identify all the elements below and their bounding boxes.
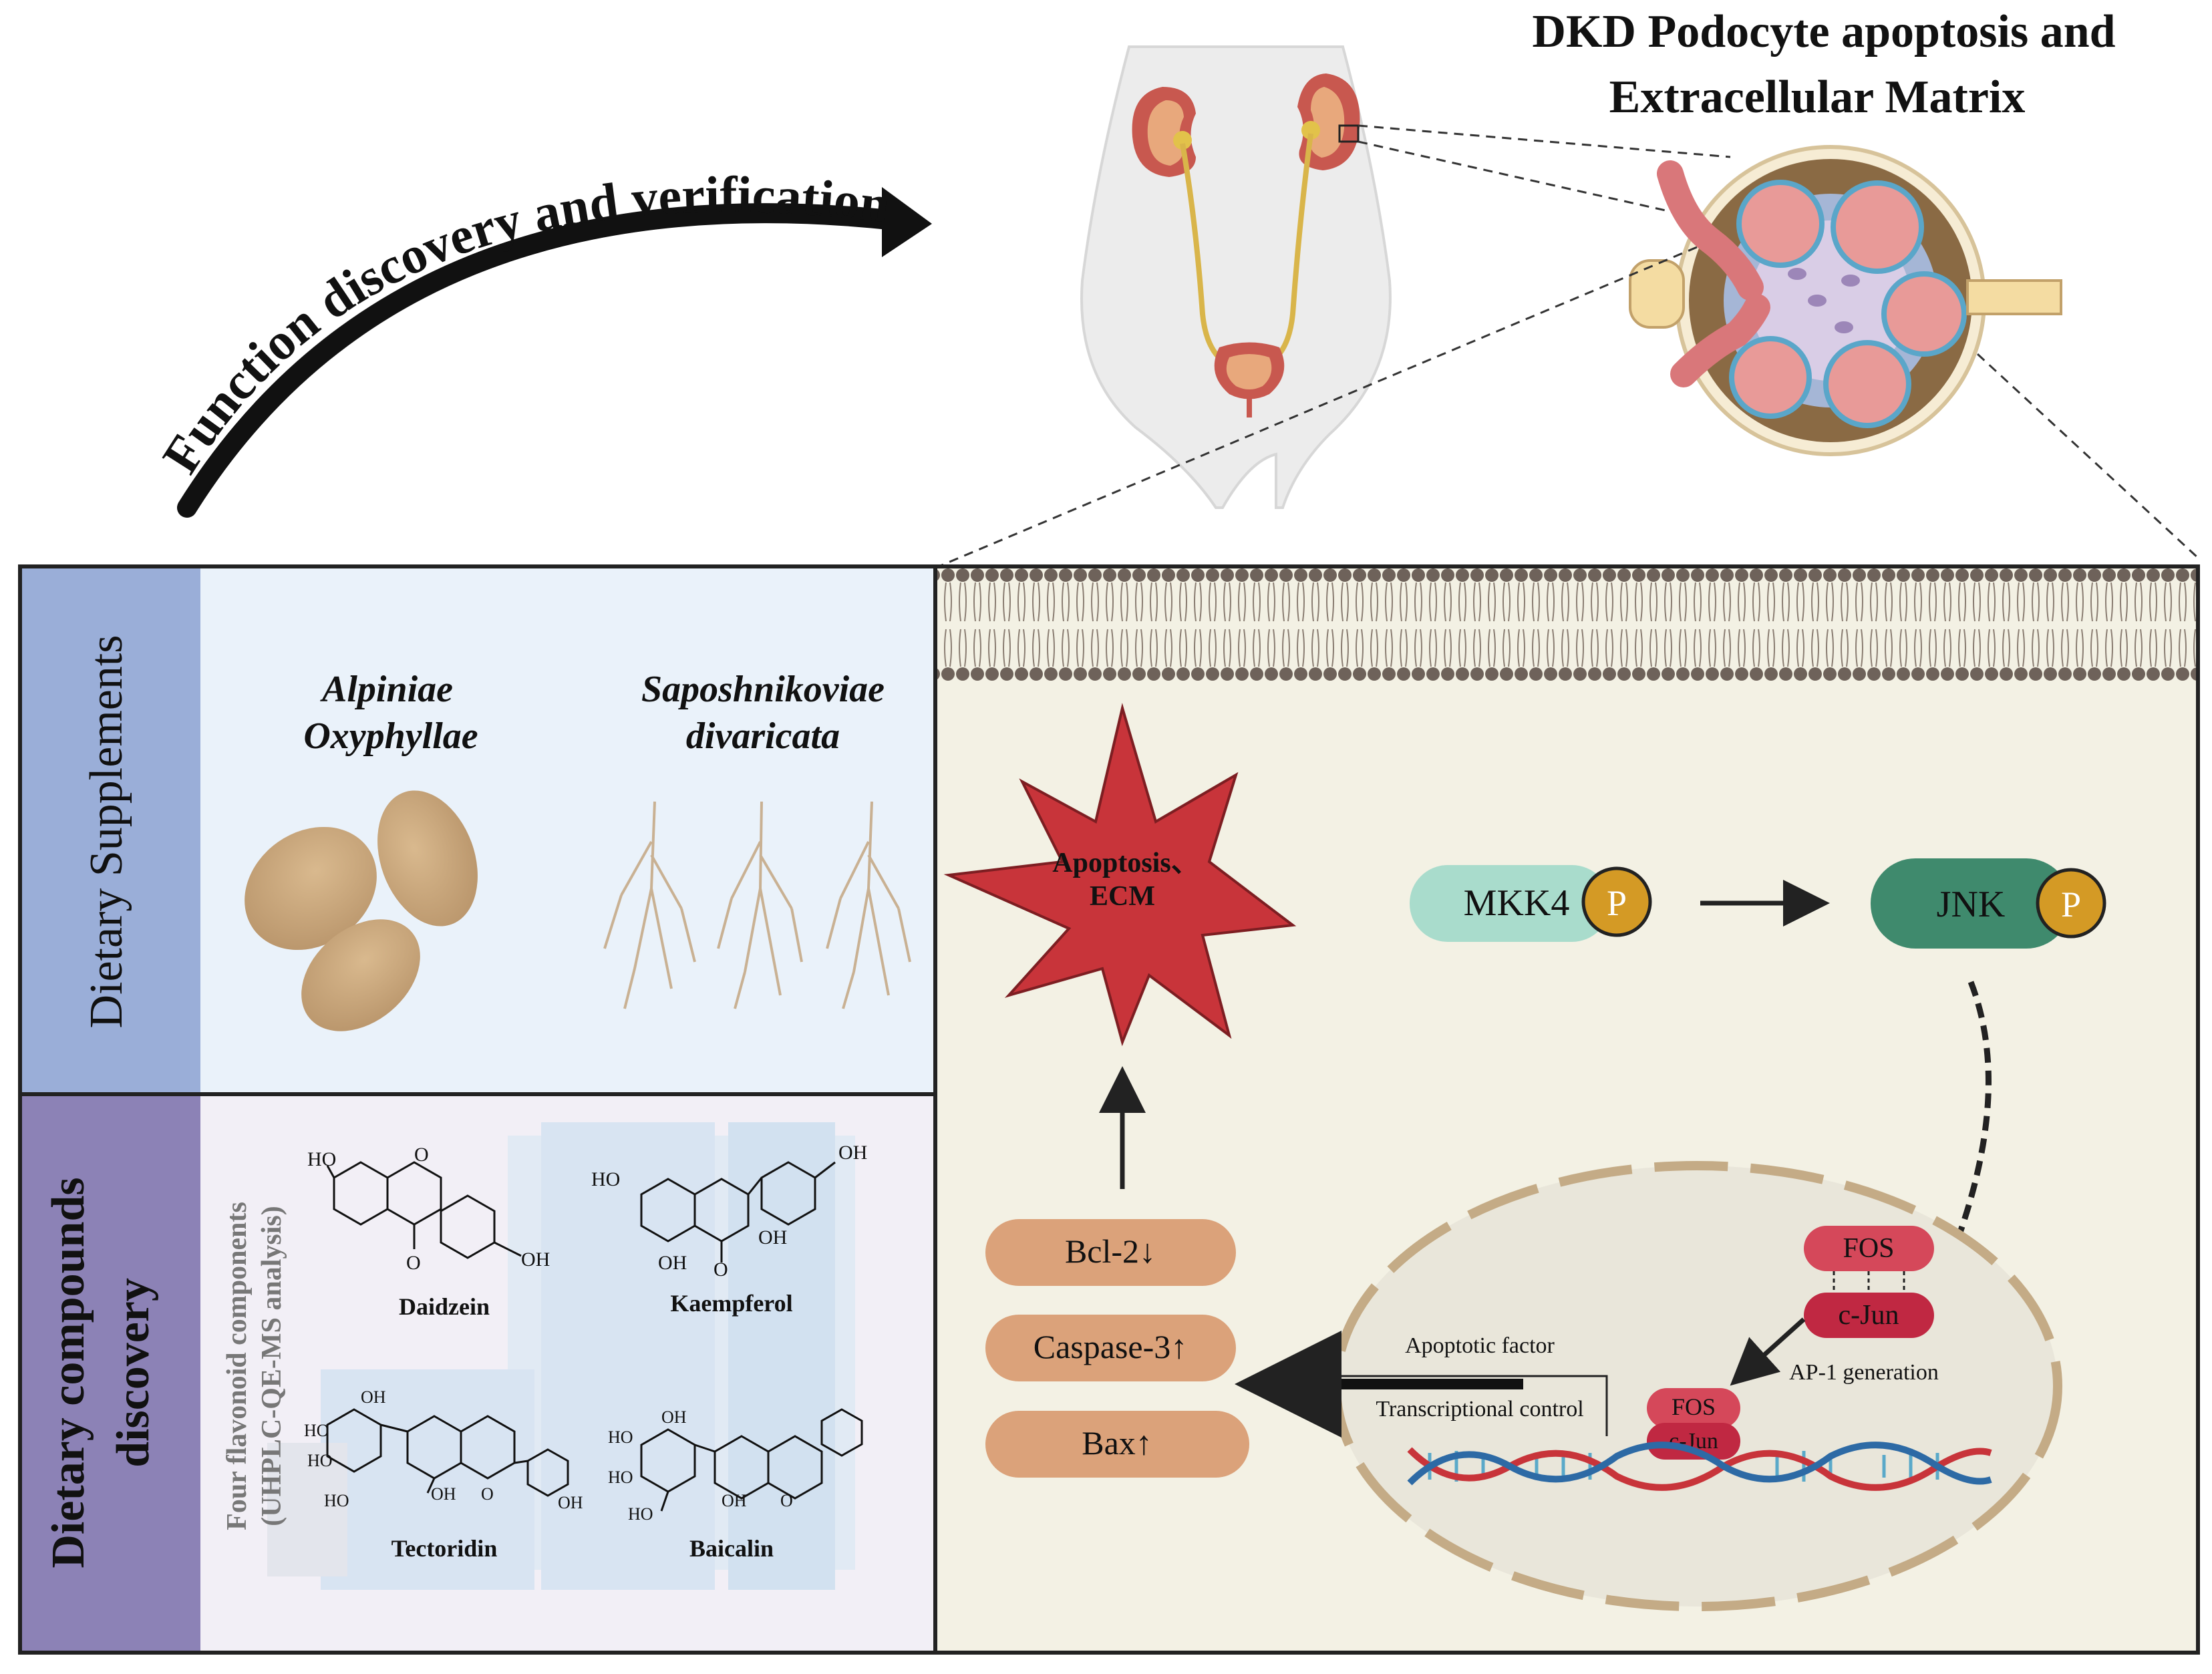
compound-label-kaempferol: Kaempferol: [670, 1290, 792, 1317]
apoptotic-factor-label: Apoptotic factor: [1405, 1333, 1555, 1358]
daidzein-structure: [326, 1161, 522, 1259]
left-kidney-icon: [1132, 87, 1196, 177]
kaempferol-oh-label-ring: OH: [758, 1226, 787, 1248]
apoptosis-label-line1: Apoptosis、: [1052, 848, 1199, 878]
jnk-phospho-badge: [2036, 868, 2106, 939]
daidzein-o-label: O: [414, 1144, 429, 1166]
dna-helix: [1407, 1442, 1992, 1491]
marker-bax-label: Bax↑: [1082, 1424, 1152, 1462]
baicalin-ho-label-2: HO: [608, 1468, 633, 1487]
panel-zoom-lines: [938, 246, 2199, 568]
tectoridin-carbonyl-label: O: [481, 1484, 494, 1504]
apoptosis-label-line2: ECM: [1090, 881, 1155, 912]
compound-label-tectoridin: Tectoridin: [391, 1535, 498, 1562]
marker-bcl2-label: Bcl-2↓: [1065, 1232, 1156, 1270]
supplements-side-band: [20, 566, 200, 1094]
marker-caspase3: Caspase-3↑: [985, 1315, 1236, 1381]
cjun-label: c-Jun: [1839, 1300, 1899, 1331]
zoom-guide-lines: [1358, 124, 1731, 222]
bladder-icon: [1214, 342, 1285, 417]
uhplc-instrument-illustration: [267, 1122, 855, 1590]
baicalin-carbonyl-label: O: [780, 1491, 793, 1510]
kaempferol-oh-label-top: OH: [838, 1142, 867, 1164]
ap1-complex: FOS c-Jun: [1804, 1226, 1934, 1338]
mkk4-phospho-badge: [1581, 866, 1652, 937]
kaempferol-ho-label: HO: [591, 1168, 620, 1190]
compound-label-baicalin: Baicalin: [689, 1535, 774, 1562]
mkk4-phospho-label: P: [1607, 883, 1627, 923]
daidzein-carbonyl-label: O: [406, 1252, 421, 1274]
ap1-arrow: [1730, 1317, 1806, 1386]
marker-bcl2: Bcl-2↓: [985, 1219, 1236, 1286]
baicalin-oh-label-top: OH: [661, 1407, 687, 1427]
compounds-side-label-line1: Dietary compounds: [43, 1177, 94, 1568]
diagram-title-line1: DKD Podocyte apoptosis and: [1532, 6, 2115, 57]
baicalin-structure: [640, 1408, 863, 1512]
discovery-arrow-label: Function discovery and verification: [151, 165, 893, 482]
compounds-side-band: [20, 1094, 200, 1653]
kaempferol-carbonyl-label: O: [714, 1259, 728, 1281]
daidzein-oh-label: OH: [521, 1248, 550, 1271]
left-panel: Dietary Supplements Dietary compounds di…: [18, 564, 937, 1655]
root-illustration: [603, 801, 911, 1009]
tectoridin-structure: [326, 1408, 569, 1497]
herb2-name-line1: Saposhnikoviae: [641, 669, 885, 710]
tectoridin-oh-label-top: OH: [361, 1387, 386, 1407]
flavonoid-caption-line2: (UHPLC-QE-MS analysis): [257, 1206, 287, 1526]
marker-caspase3-label: Caspase-3↑: [1034, 1328, 1188, 1365]
apoptosis-starburst: [943, 703, 1297, 1047]
diagram-title-line2: Extracellular Matrix: [1609, 71, 2026, 123]
pathway-panel: Apoptosis、 ECM MKK4 P JNK P FOS: [933, 564, 2200, 1655]
jnk-phospho-label: P: [2061, 884, 2081, 925]
daidzein-ho-label: HO: [307, 1148, 336, 1170]
flavonoid-caption-line1: Four flavonoid components: [222, 1202, 253, 1530]
fos-label: FOS: [1843, 1233, 1894, 1264]
discovery-arrow-head: [882, 187, 932, 257]
cell-membrane-bilayer: [937, 568, 2196, 682]
glomerulus-illustration: [1629, 145, 2062, 456]
ap1-on-dna: FOS c-Jun: [1647, 1388, 1740, 1460]
herb1-name-line2: Oxyphyllae: [303, 715, 478, 757]
discovery-arrow: Function discovery and verification: [151, 165, 932, 518]
kaempferol-structure: [640, 1161, 836, 1263]
herb2-name-line2: divaricata: [686, 715, 840, 757]
mkk4-label: MKK4: [1464, 882, 1570, 924]
transcription-bracket: [1269, 1375, 1608, 1436]
tectoridin-ho-label-3: HO: [324, 1491, 349, 1510]
marker-bax: Bax↑: [985, 1411, 1249, 1478]
kidney-zoom-box: [1338, 124, 1360, 143]
baicalin-oh-label-ring: OH: [722, 1491, 747, 1510]
compound-label-daidzein: Daidzein: [399, 1293, 490, 1320]
human-body-illustration: [1080, 45, 1392, 509]
tectoridin-oh-label-end: OH: [558, 1493, 583, 1512]
tectoridin-oh-label-ring: OH: [431, 1484, 456, 1504]
baicalin-ho-label-1: HO: [608, 1428, 633, 1447]
jnk-node: JNK P: [1871, 858, 2106, 949]
tectoridin-ho-label-2: HO: [307, 1451, 333, 1470]
compounds-side-label-line2: discovery: [108, 1278, 159, 1468]
supplements-side-label: Dietary Supplements: [81, 635, 132, 1028]
herb1-name-line1: Alpiniae: [320, 669, 453, 710]
mkk4-node: MKK4 P: [1410, 865, 1652, 942]
ap1-generation-label: AP-1 generation: [1789, 1360, 1939, 1385]
jnk-label: JNK: [1937, 884, 2006, 925]
seed-illustration: [245, 790, 478, 1031]
tectoridin-ho-label-1: HO: [304, 1421, 329, 1440]
baicalin-ho-label-3: HO: [628, 1504, 653, 1524]
dna-fos-label: FOS: [1672, 1393, 1716, 1420]
transcriptional-control-label: Transcriptional control: [1376, 1397, 1583, 1421]
right-kidney-icon: [1297, 73, 1360, 170]
kaempferol-oh-label-bottom: OH: [658, 1252, 687, 1274]
